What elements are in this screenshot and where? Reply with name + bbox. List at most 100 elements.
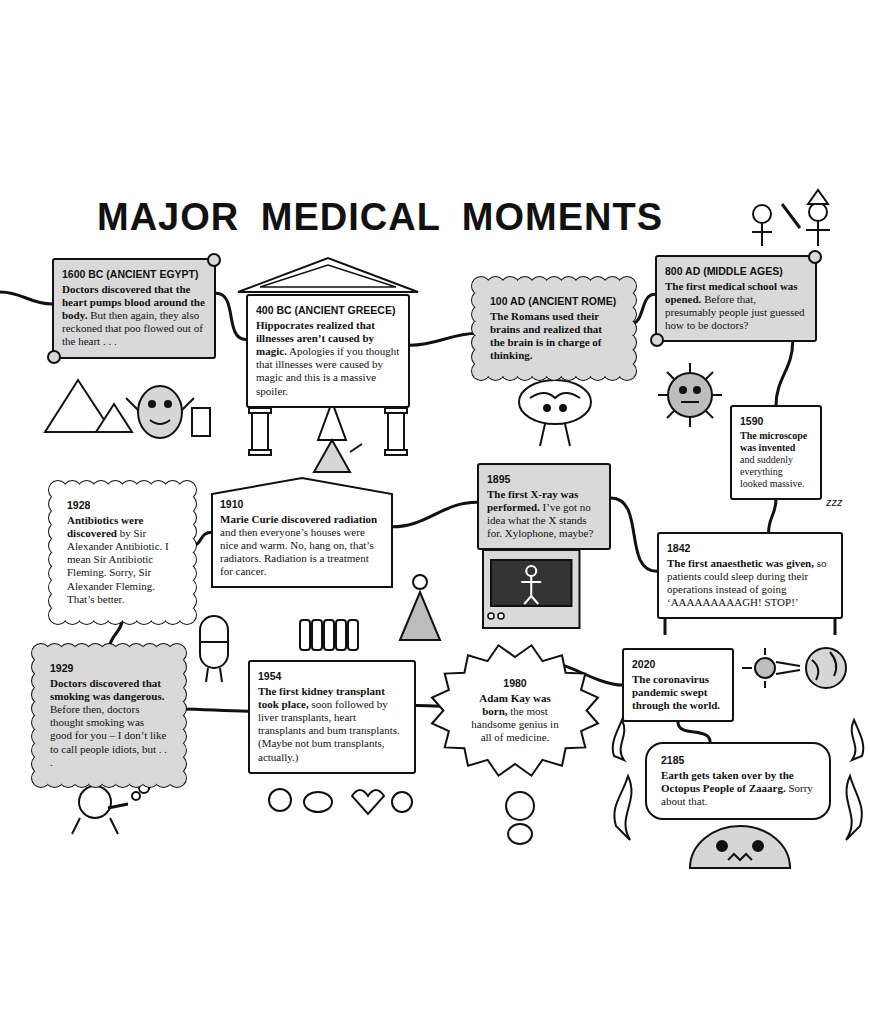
cloud-bump [472,320,490,338]
cloud-bump [49,592,67,610]
cloud-bump [46,769,64,787]
cloud-bump [46,769,64,787]
cloud-bump [168,700,186,718]
radiator [348,620,358,650]
cloud-bump [487,362,505,380]
year-heading: 1954 [258,670,406,683]
cloud-bump [49,523,67,541]
heart-character [150,420,170,424]
doctor-figures [752,223,772,246]
cloud-bump [178,495,196,513]
heart-character [126,386,210,438]
cloud-bump [168,672,186,690]
cloud-bump [154,644,172,662]
cloud-bump [168,713,186,731]
cloud-bump [472,334,490,352]
baby [508,824,532,844]
cloud-bump [168,700,186,718]
virus [680,387,686,393]
xray-machine [483,550,579,628]
cloud-bump [49,550,67,568]
event-box: 800 AD (MIDDLE AGES)The first medical sc… [655,255,817,342]
cloud-bump [149,606,167,624]
cloud-bump [516,362,534,380]
baby [506,792,534,820]
cloud-bump [49,495,67,513]
pill-character [200,641,228,643]
cloud-bump [32,769,50,787]
year-heading: 1929 [50,662,168,675]
cloud-bump [32,644,50,662]
smoking-man [139,783,149,793]
cloud-bump [560,362,578,380]
cloud-bump [49,592,67,610]
cloud-fill [32,644,186,787]
cloud-bump [168,672,186,690]
cloud-bump [545,277,563,295]
radiator [300,620,310,650]
cloud-bump [501,362,519,380]
cloud-bump [178,495,196,513]
cloud-bump [603,277,621,295]
cloud-bump [168,713,186,731]
cloud-bump [114,644,132,662]
cloud-bump [618,334,636,352]
cloud-bump [46,644,64,662]
doctor-figures [782,204,800,228]
cloud-bump [127,644,145,662]
cloud-bump [178,537,196,555]
timeline-connector [180,709,248,711]
event-note: and then everyone’s houses were nice and… [220,526,374,578]
heart-character [149,401,155,407]
cloud-bump [100,644,118,662]
starburst-outline [432,645,598,775]
baby [506,792,534,844]
cloud-bump [49,537,67,555]
cloud-bump [114,769,132,787]
cloud-bump [121,481,139,499]
cloud-bump [78,481,96,499]
cloud-bump [618,348,636,366]
cloud-bump [574,362,592,380]
title: MAJOR MEDICAL MOMENTS [20,196,740,239]
event-box: 1590The microscope was invented and sudd… [730,405,822,500]
cloud-bump [530,362,548,380]
skeleton [521,576,541,604]
scroll-curl [208,254,220,266]
event-text: The coronavirus pandemic swept through t… [632,673,724,713]
cloud-bump [178,592,196,610]
cloud-bump [589,362,607,380]
cloud-bump [168,644,186,662]
cloud-bump [472,362,490,380]
cloud-bump [178,481,196,499]
temple-pediment [238,258,418,292]
wizard [314,402,362,472]
cloud-bump [106,481,124,499]
event-note: and suddenly everything looked massive. [740,454,804,489]
octopus-person [690,826,790,868]
cloud-bump [154,769,172,787]
cloud-bump [32,741,50,759]
cloud-bump [59,644,77,662]
cloud-bump [141,644,159,662]
event-text: Earth gets taken over by the Octopus Peo… [661,769,815,809]
cloud-bump [164,606,182,624]
cloud-bump [49,509,67,527]
year-heading: 400 BC (ANCIENT GREECE) [256,304,400,317]
radiator [336,620,346,650]
cloud-bump [59,644,77,662]
temple-column [249,408,271,413]
cloud-bump [178,523,196,541]
cloud-bump [141,644,159,662]
temple-column [385,450,407,455]
timeline-connector [410,333,478,345]
cloud-bump [154,644,172,662]
cloud-bump [49,495,67,513]
cloud-bump [618,320,636,338]
timeline-connector [416,706,467,708]
cloud-bump [32,769,50,787]
event-highlight: The coronavirus pandemic swept through t… [632,673,720,711]
cloud-bump [63,481,81,499]
octopus-person [717,841,727,851]
